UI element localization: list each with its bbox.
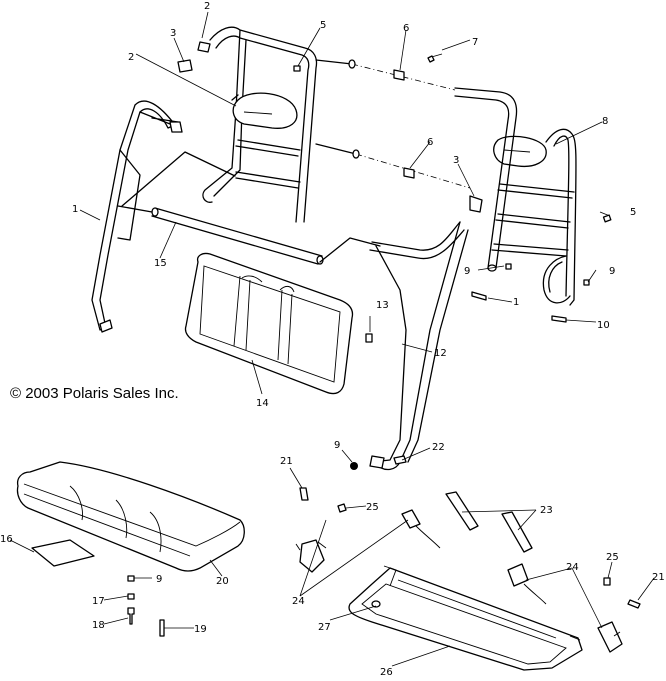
callout-9-center: 9 [334, 440, 340, 451]
callout-16: 16 [0, 534, 13, 545]
hardware [99, 55, 612, 470]
cross-tube [117, 205, 324, 265]
callout-17: 17 [92, 596, 105, 607]
seat-belts [295, 491, 623, 653]
headrest-right [493, 135, 547, 168]
callout-18: 18 [92, 620, 105, 631]
callout-21-right: 21 [652, 572, 665, 583]
bolt-21-center [299, 487, 309, 501]
callout-10: 10 [597, 320, 610, 331]
callout-3: 3 [170, 28, 176, 39]
callout-14: 14 [256, 398, 269, 409]
callout-24-right: 24 [566, 562, 579, 573]
callout-8: 8 [602, 116, 608, 127]
callout-21: 21 [280, 456, 293, 467]
callout-5-right: 5 [630, 207, 636, 218]
callout-23: 23 [540, 505, 553, 516]
copyright-notice: © 2003 Polaris Sales Inc. [10, 385, 179, 402]
clamp-left [177, 59, 193, 73]
seat-fasteners [127, 575, 165, 637]
callout-7: 7 [472, 37, 478, 48]
callout-25-right: 25 [606, 552, 619, 563]
callout-3-lower: 3 [453, 155, 459, 166]
callout-24: 24 [292, 596, 305, 607]
callout-20: 20 [216, 576, 229, 587]
seat-back [184, 252, 354, 395]
callout-27: 27 [318, 622, 331, 633]
callout-9-seat: 9 [156, 574, 162, 585]
rear-roll-bar-frame [197, 26, 318, 223]
callout-19: 19 [194, 624, 207, 635]
floor-outline [121, 151, 381, 263]
callout-2-top: 2 [204, 1, 210, 12]
top-cross-tubes [315, 53, 471, 189]
seat-pan [348, 565, 583, 671]
callout-9-far-right: 9 [609, 266, 615, 277]
callout-26: 26 [380, 667, 393, 678]
callout-25: 25 [366, 502, 379, 513]
callout-15: 15 [154, 258, 167, 269]
buckle-left [299, 539, 325, 573]
center-roll-bar [369, 221, 469, 471]
right-roll-bar-frame [454, 87, 577, 306]
callout-22: 22 [432, 442, 445, 453]
buckle-right [597, 621, 623, 653]
decal [31, 539, 95, 567]
seat-base [16, 461, 245, 572]
headrest-left [232, 92, 298, 129]
callout-5: 5 [320, 20, 326, 31]
callout-1: 1 [72, 204, 78, 215]
callout-13: 13 [376, 300, 389, 311]
left-side-roll-bar [91, 100, 183, 331]
frame-cap [197, 41, 211, 53]
callout-2: 2 [128, 52, 134, 63]
callout-12: 12 [434, 348, 447, 359]
clamp-right [469, 195, 483, 213]
nut-25-center [337, 503, 347, 513]
callout-6: 6 [403, 23, 409, 34]
bolt-21-right [627, 599, 641, 609]
nut-25-right [603, 577, 611, 586]
callout-1-right: 1 [513, 297, 519, 308]
callout-6-lower: 6 [427, 137, 433, 148]
callout-9-right: 9 [464, 266, 470, 277]
leader-lines [9, 11, 655, 667]
